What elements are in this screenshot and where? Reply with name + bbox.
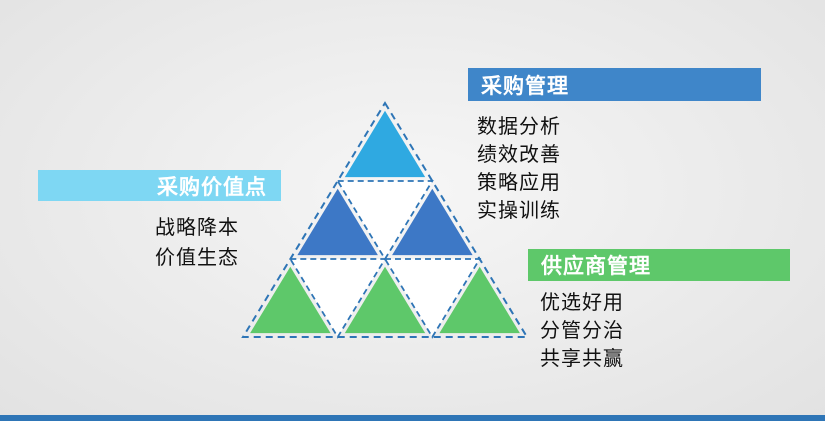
supplier-panel-items: 优选好用 分管分治 共享共赢	[540, 288, 624, 372]
supplier-panel-title: 供应商管理	[541, 254, 651, 278]
list-item: 战略降本	[155, 215, 239, 239]
list-item: 策略应用	[477, 170, 561, 194]
inverted-triangle-middle	[336, 180, 434, 261]
list-item: 共享共赢	[540, 346, 624, 370]
value-panel-title-bar: 采购价值点	[38, 170, 281, 201]
pyramid-outline	[241, 101, 529, 338]
list-item: 绩效改善	[477, 142, 561, 166]
list-item: 数据分析	[477, 114, 561, 138]
value-panel-items: 战略降本 价值生态	[155, 212, 239, 272]
value-panel-title: 采购价值点	[157, 174, 267, 199]
triangle-level3-left	[250, 266, 331, 334]
list-item: 分管分治	[540, 318, 624, 342]
list-item: 实操训练	[477, 198, 561, 222]
bottom-accent-strip	[0, 415, 825, 421]
triangle-level1-top	[344, 110, 426, 178]
list-item: 价值生态	[155, 245, 239, 269]
supplier-panel-title-bar: 供应商管理	[528, 249, 790, 281]
procurement-panel-title-bar: 采购管理	[468, 68, 761, 101]
procurement-panel-items: 数据分析 绩效改善 策略应用 实操训练	[477, 112, 561, 224]
inverted-triangle-bottom-left	[288, 258, 387, 339]
inverted-triangle-bottom-right	[383, 258, 482, 339]
procurement-panel-title: 采购管理	[481, 73, 569, 98]
triangle-level3-right	[439, 266, 520, 334]
triangle-level3-middle	[344, 266, 426, 334]
triangle-level2-right	[392, 188, 473, 256]
list-item: 优选好用	[540, 290, 624, 314]
triangle-level2-left	[297, 188, 378, 256]
